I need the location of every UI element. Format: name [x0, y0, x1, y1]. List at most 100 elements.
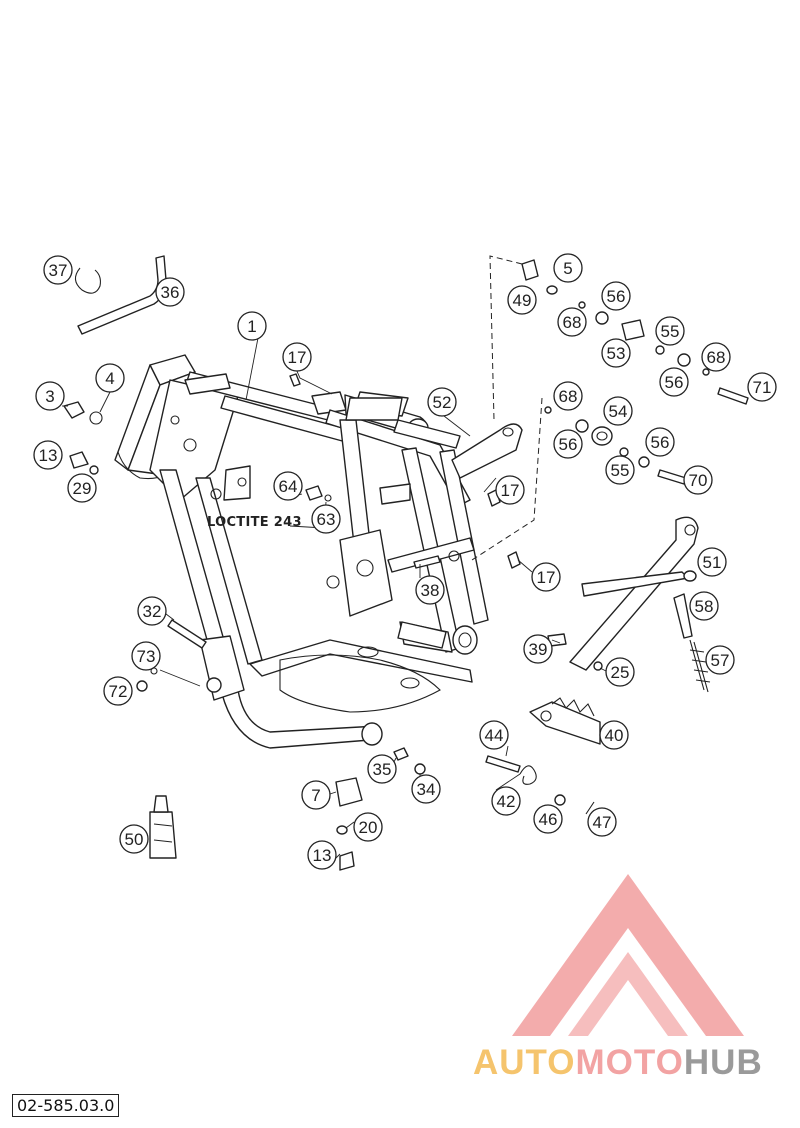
- callout-3: 3: [35, 381, 65, 411]
- callout-36: 36: [155, 277, 185, 307]
- callout-32: 32: [137, 596, 167, 626]
- callout-71: 71: [747, 372, 777, 402]
- main-frame: [114, 354, 489, 749]
- svg-text:36: 36: [161, 283, 180, 302]
- svg-text:49: 49: [513, 291, 532, 310]
- callout-17: 17: [495, 475, 525, 505]
- callout-56: 56: [659, 367, 689, 397]
- svg-text:50: 50: [125, 830, 144, 849]
- svg-text:72: 72: [109, 682, 128, 701]
- callout-35: 35: [367, 754, 397, 784]
- callout-40: 40: [599, 720, 629, 750]
- svg-text:68: 68: [563, 313, 582, 332]
- callout-56: 56: [553, 429, 583, 459]
- svg-text:70: 70: [689, 471, 708, 490]
- svg-text:46: 46: [539, 810, 558, 829]
- callout-68: 68: [701, 342, 731, 372]
- svg-text:38: 38: [421, 581, 440, 600]
- callout-51: 51: [697, 547, 727, 577]
- loctite-bottle: [149, 811, 177, 859]
- svg-text:32: 32: [143, 602, 162, 621]
- adjuster-nut: [63, 401, 85, 419]
- callout-50: 50: [119, 824, 149, 854]
- callout-73: 73: [131, 641, 161, 671]
- svg-text:47: 47: [593, 813, 612, 832]
- svg-text:53: 53: [607, 344, 626, 363]
- svg-text:13: 13: [313, 846, 332, 865]
- svg-text:20: 20: [359, 818, 378, 837]
- svg-text:42: 42: [497, 792, 516, 811]
- svg-text:57: 57: [711, 651, 730, 670]
- side-stand: [569, 516, 699, 671]
- footpeg: [529, 701, 601, 745]
- callout-72: 72: [103, 676, 133, 706]
- callout-63: 63: [311, 504, 341, 534]
- callout-52: 52: [427, 387, 457, 417]
- callout-13: 13: [33, 440, 63, 470]
- svg-text:40: 40: [605, 726, 624, 745]
- svg-text:17: 17: [288, 348, 307, 367]
- svg-text:54: 54: [609, 402, 628, 421]
- callout-17: 17: [282, 342, 312, 372]
- callout-13: 13: [307, 840, 337, 870]
- watermark-logo: [512, 874, 744, 1036]
- callout-44: 44: [479, 720, 509, 750]
- small-parts: [63, 255, 749, 871]
- callout-70: 70: [683, 465, 713, 495]
- callout-54: 54: [603, 396, 633, 426]
- svg-text:51: 51: [703, 553, 722, 572]
- svg-text:68: 68: [559, 387, 578, 406]
- svg-text:63: 63: [317, 510, 336, 529]
- assembly-dashed-lines: [471, 255, 543, 561]
- svg-text:55: 55: [661, 322, 680, 341]
- svg-text:7: 7: [311, 786, 320, 805]
- svg-text:68: 68: [707, 348, 726, 367]
- callout-68: 68: [557, 307, 587, 337]
- svg-text:44: 44: [485, 726, 504, 745]
- svg-text:34: 34: [417, 780, 436, 799]
- svg-text:35: 35: [373, 760, 392, 779]
- rubber-block: [335, 777, 363, 807]
- callout-5: 5: [553, 253, 583, 283]
- svg-text:52: 52: [433, 393, 452, 412]
- callout-7: 7: [301, 780, 331, 810]
- svg-text:58: 58: [695, 597, 714, 616]
- callout-47: 47: [587, 807, 617, 837]
- drawing-number: 02-585.03.0: [12, 1094, 120, 1117]
- svg-text:56: 56: [559, 435, 578, 454]
- svg-text:56: 56: [651, 433, 670, 452]
- svg-text:71: 71: [753, 378, 772, 397]
- callout-39: 39: [523, 634, 553, 664]
- callout-37: 37: [43, 255, 73, 285]
- svg-text:73: 73: [137, 647, 156, 666]
- svg-text:29: 29: [73, 479, 92, 498]
- callout-68: 68: [553, 381, 583, 411]
- svg-text:17: 17: [537, 568, 556, 587]
- svg-text:39: 39: [529, 640, 548, 659]
- svg-text:56: 56: [665, 373, 684, 392]
- callout-42: 42: [491, 786, 521, 816]
- callout-17: 17: [531, 562, 561, 592]
- svg-text:25: 25: [611, 663, 630, 682]
- callout-53: 53: [601, 338, 631, 368]
- callout-58: 58: [689, 591, 719, 621]
- callout-57: 57: [705, 645, 735, 675]
- callout-55: 55: [655, 316, 685, 346]
- callout-56: 56: [645, 427, 675, 457]
- svg-text:13: 13: [39, 446, 58, 465]
- callout-20: 20: [353, 812, 383, 842]
- callout-29: 29: [67, 473, 97, 503]
- callout-4: 4: [95, 363, 125, 393]
- callout-34: 34: [411, 774, 441, 804]
- svg-text:4: 4: [105, 369, 114, 388]
- loctite-note: LOCTITE 243: [207, 515, 302, 530]
- svg-text:56: 56: [607, 287, 626, 306]
- svg-text:1: 1: [247, 317, 256, 336]
- svg-text:37: 37: [49, 261, 68, 280]
- callout-49: 49: [507, 285, 537, 315]
- svg-text:5: 5: [563, 259, 572, 278]
- svg-text:3: 3: [45, 387, 54, 406]
- callout-46: 46: [533, 804, 563, 834]
- clamp-ring: [74, 267, 101, 294]
